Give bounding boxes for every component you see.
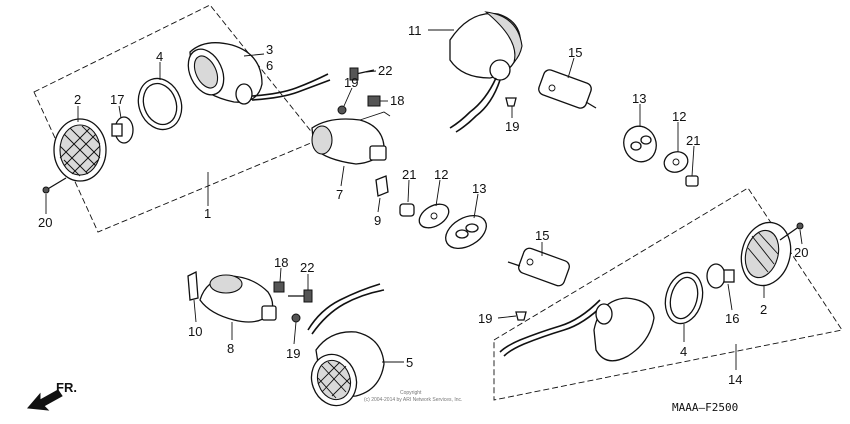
label-part-19-c: 19 [478, 311, 492, 326]
housing-front-right[interactable] [449, 11, 523, 133]
grommet-19-top[interactable] [337, 105, 347, 115]
part-labels: 1 2 2 3 4 4 5 6 7 8 9 10 11 12 12 13 13 … [38, 23, 808, 387]
label-part-20-b: 20 [794, 245, 808, 260]
copyright-line-1: Copyright [400, 390, 422, 396]
rubber-13-center[interactable] [440, 209, 492, 255]
label-part-22-b: 22 [300, 260, 314, 275]
label-part-21-b: 21 [686, 133, 700, 148]
label-part-7: 7 [336, 187, 343, 202]
bolt-22-top[interactable] [349, 67, 375, 81]
label-part-18-a: 18 [390, 93, 404, 108]
clip-10[interactable] [187, 270, 199, 301]
clip-9[interactable] [375, 175, 389, 197]
label-part-19-d: 19 [286, 346, 300, 361]
leader-lines [45, 29, 803, 370]
stem-15-top[interactable] [537, 68, 597, 110]
nut-21-right[interactable] [685, 175, 699, 187]
label-part-4-b: 4 [680, 344, 687, 359]
nut-21-center[interactable] [399, 203, 415, 217]
lens-front-left[interactable] [53, 118, 107, 182]
label-part-15-a: 15 [568, 45, 582, 60]
label-part-21-a: 21 [402, 167, 416, 182]
label-part-3: 3 [266, 42, 273, 57]
label-part-20-a: 20 [38, 215, 52, 230]
bolt-22-bottom[interactable] [288, 289, 313, 303]
assembly-box-rear-right [493, 187, 843, 401]
copyright-line-2: (c) 2004-2014 by ARI Network Services, I… [364, 397, 462, 403]
label-part-8: 8 [227, 341, 234, 356]
stay-bracket-rear[interactable] [199, 274, 277, 323]
stem-15-bottom[interactable] [507, 247, 571, 288]
stay-bracket-front[interactable] [311, 111, 391, 165]
gasket-ring-rear-right[interactable] [660, 268, 708, 328]
grommet-19-right-top[interactable] [505, 97, 517, 107]
label-part-19-b: 19 [505, 119, 519, 134]
front-direction-arrow: FR. [26, 380, 77, 411]
collar-18-bottom[interactable] [273, 281, 285, 293]
bulb-front-left[interactable] [111, 116, 134, 144]
screw-rear-right[interactable] [779, 222, 804, 241]
gasket-ring-front-left[interactable] [131, 72, 188, 135]
label-part-4-a: 4 [156, 49, 163, 64]
diagram-code: MAAA–F2500 [672, 401, 738, 414]
bulb-rear-right[interactable] [706, 263, 735, 289]
label-part-13-a: 13 [472, 181, 486, 196]
housing-front-left[interactable] [181, 42, 331, 105]
label-part-6: 6 [266, 58, 273, 73]
label-part-11: 11 [408, 23, 422, 38]
lens-rear-right[interactable] [735, 217, 798, 291]
label-part-17: 17 [110, 92, 124, 107]
screw-front-left[interactable] [42, 177, 67, 194]
grommet-19-bottom-left[interactable] [291, 313, 301, 323]
label-part-16: 16 [725, 311, 739, 326]
label-part-22-a: 22 [378, 63, 392, 78]
label-part-1: 1 [204, 206, 211, 221]
label-part-19-a: 19 [344, 75, 358, 90]
label-part-2-b: 2 [760, 302, 767, 317]
housing-rear-right[interactable] [499, 297, 655, 362]
plate-12-right[interactable] [661, 148, 690, 175]
collar-18-top[interactable] [367, 95, 381, 107]
grommet-19-bottom-right[interactable] [515, 311, 527, 321]
label-part-2-a: 2 [74, 92, 81, 107]
label-part-9: 9 [374, 213, 381, 228]
housing-rear-left[interactable] [304, 283, 385, 412]
front-direction-label: FR. [56, 380, 77, 395]
label-part-5: 5 [406, 355, 413, 370]
label-part-18-b: 18 [274, 255, 288, 270]
rubber-13-right[interactable] [619, 122, 661, 167]
label-part-14: 14 [728, 372, 742, 387]
plate-12-center[interactable] [415, 199, 453, 232]
label-part-10: 10 [188, 324, 202, 339]
label-part-12-a: 12 [434, 167, 448, 182]
label-part-13-b: 13 [632, 91, 646, 106]
label-part-15-b: 15 [535, 228, 549, 243]
label-part-12-b: 12 [672, 109, 686, 124]
